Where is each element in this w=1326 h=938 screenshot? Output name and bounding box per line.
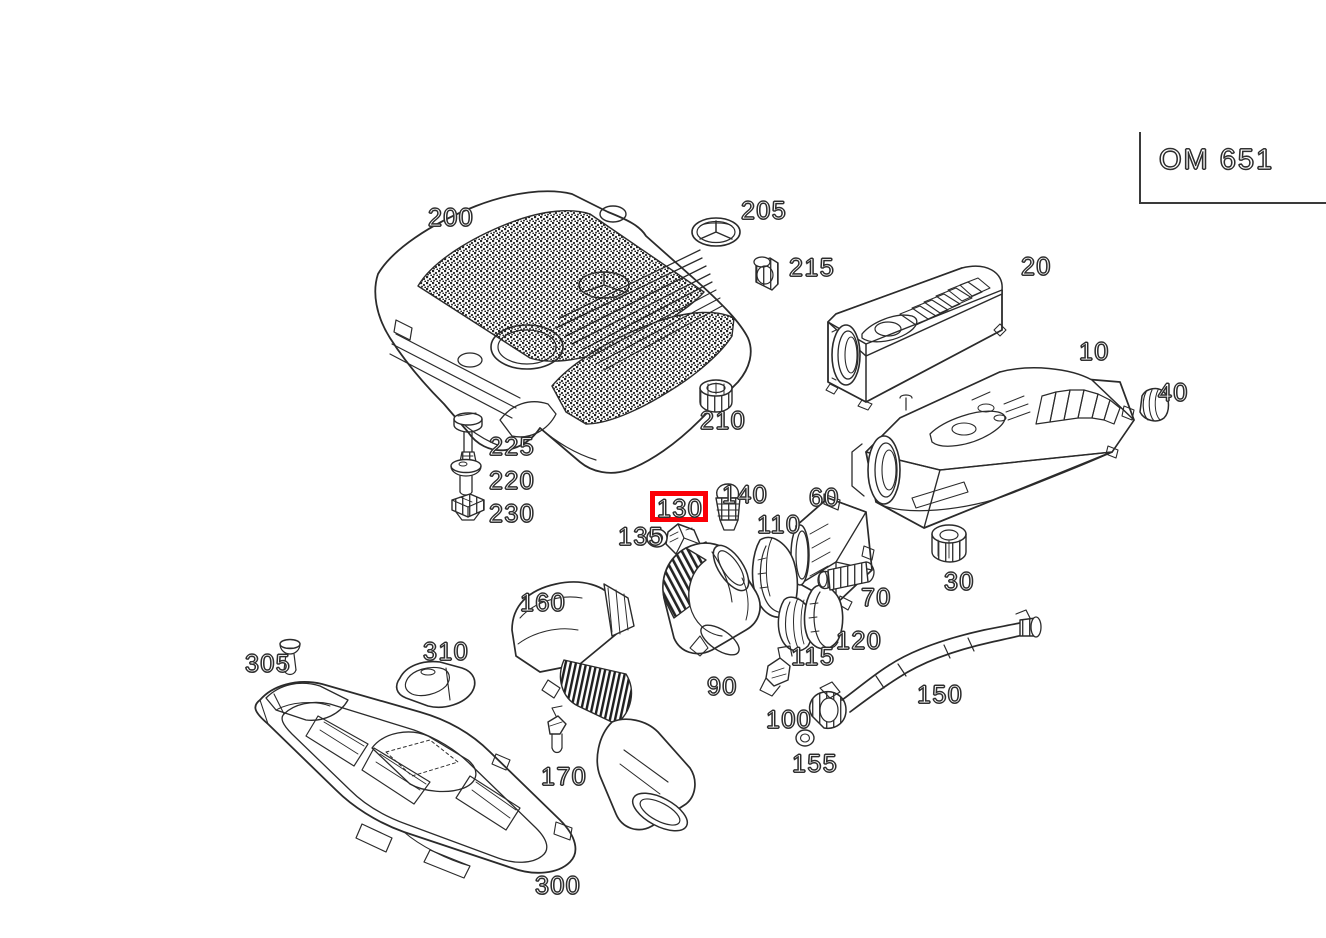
callout-emblem-bushing[interactable]: 215 — [788, 254, 836, 282]
callout-hose-bracket[interactable]: 100 — [765, 706, 813, 734]
part-charge-air-hose-90 — [662, 542, 761, 657]
callout-charge-air-hose[interactable]: 90 — [706, 673, 738, 701]
callout-retaining-clip[interactable]: 230 — [488, 500, 536, 528]
callout-duct-clip-305[interactable]: 305 — [244, 650, 292, 678]
callout-manifold-grommet[interactable]: 30 — [943, 568, 975, 596]
callout-duct-clip-170[interactable]: 170 — [540, 763, 588, 791]
part-sensor-bolt-140 — [715, 483, 741, 531]
callout-duct-cover[interactable]: 310 — [422, 638, 470, 666]
part-hose-bracket-100 — [759, 645, 793, 697]
part-retaining-clip-230 — [451, 493, 485, 521]
callout-star-emblem[interactable]: 205 — [740, 197, 788, 225]
callout-air-filter-housing[interactable]: 20 — [1020, 253, 1052, 281]
part-star-emblem-205 — [691, 217, 741, 247]
part-sealing-ring-120 — [803, 584, 844, 650]
callout-engine-cover[interactable]: 200 — [427, 204, 475, 232]
part-manifold-plug-40 — [1139, 387, 1170, 422]
callout-hose-clamp-ring[interactable]: 110 — [756, 511, 802, 539]
model-tag-label: OM 651 — [1158, 143, 1275, 176]
callout-clean-air-duct[interactable]: 160 — [519, 589, 567, 617]
callout-sensor-bolt[interactable]: 140 — [721, 481, 769, 509]
callout-intake-manifold[interactable]: 10 — [1078, 338, 1110, 366]
part-duct-clip-170 — [547, 705, 567, 754]
part-duct-clip-305 — [279, 638, 301, 676]
callout-sensor-screw[interactable]: 70 — [860, 584, 892, 612]
part-air-intake-duct-300 — [254, 681, 577, 879]
callout-air-intake-duct[interactable]: 300 — [534, 872, 582, 900]
part-vent-hose-seal-155 — [795, 729, 815, 747]
callout-manifold-plug[interactable]: 40 — [1157, 379, 1189, 407]
part-duct-cover-310 — [395, 660, 476, 708]
callout-sealing-ring-120[interactable]: 120 — [835, 627, 883, 655]
part-manifold-grommet-30 — [931, 524, 967, 563]
callout-cover-screw[interactable]: 225 — [488, 433, 536, 461]
part-engine-cover-200 — [374, 190, 752, 474]
model-tag-horizontal-rule — [1139, 202, 1326, 204]
part-highlight-box — [650, 491, 708, 522]
part-clean-air-duct-160 — [511, 581, 696, 832]
callout-mass-air-flow-sensor[interactable]: 60 — [808, 484, 840, 512]
part-mount-grommet-210 — [699, 379, 733, 413]
part-sensor-o-ring-135 — [646, 528, 668, 548]
callout-vent-hose-seal[interactable]: 155 — [791, 750, 839, 778]
part-crankcase-vent-hose-150 — [808, 609, 1042, 730]
callout-push-pin[interactable]: 220 — [488, 467, 536, 495]
part-intake-manifold-10 — [851, 367, 1135, 529]
callout-sensor-o-ring[interactable]: 135 — [617, 523, 665, 551]
part-air-filter-housing-20 — [825, 265, 1007, 411]
part-emblem-bushing-215 — [753, 256, 779, 291]
callout-crankcase-vent-hose[interactable]: 150 — [916, 681, 964, 709]
callout-boost-pressure-sensor[interactable]: 130 — [656, 495, 704, 523]
model-tag: OM 651 — [1139, 132, 1326, 204]
part-sensor-screw-70 — [817, 561, 875, 591]
model-tag-vertical-rule — [1139, 132, 1141, 204]
callout-cover-mount-grommet[interactable]: 210 — [699, 407, 747, 435]
callout-sealing-ring-115[interactable]: 115 — [790, 643, 836, 671]
part-sealing-ring-115 — [777, 596, 814, 652]
part-push-pin-220 — [450, 458, 482, 496]
